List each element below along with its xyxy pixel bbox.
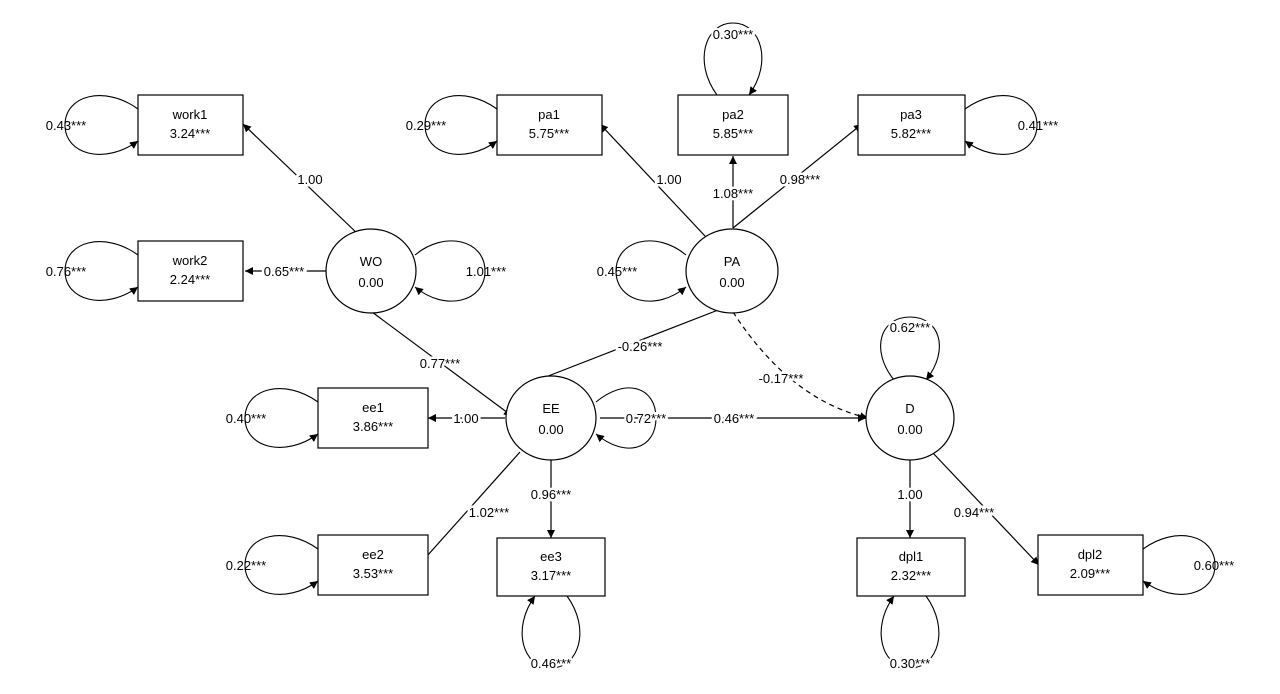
variance-loop-dpl2 [1142,535,1216,595]
ee-name: EE [542,401,560,416]
pa-mean: 0.00 [719,275,744,290]
variance-loop-ee2 [244,535,319,595]
observed-work2: work2 2.24*** [137,240,244,302]
variance-loop-pa3 [964,95,1038,155]
dpl2-name: dpl2 [1078,547,1103,562]
variance-loop-ee3 [521,595,581,669]
work2-name: work2 [172,253,208,268]
d-dpl2-coef: 0.94*** [954,505,994,520]
path-ee-pa [537,304,732,381]
ee1-name: ee1 [362,400,384,415]
dpl2-mean: 2.09*** [1070,566,1110,581]
pa1-mean: 5.75*** [529,126,569,141]
latent-d: D 0.00 [865,375,955,461]
work1-variance-label: 0.43*** [46,118,86,133]
observed-work1: work1 3.24*** [137,94,244,156]
dpl1-mean: 2.32*** [891,568,931,583]
path-ee-ee2 [418,451,521,566]
work1-mean: 3.24*** [170,126,210,141]
observed-ee1: ee1 3.86*** [317,387,429,449]
pa2-name: pa2 [722,107,744,122]
variance-loop-ee [595,387,657,449]
ee-variance-label: 0.72*** [626,411,666,426]
variance-loop-ee1 [244,388,319,448]
wo-work1-coef: 1.00 [297,172,322,187]
wo-name: WO [360,254,382,269]
dpl2-variance-label: 0.60*** [1194,558,1234,573]
observed-dpl1: dpl1 2.32*** [856,537,966,597]
variance-loop-pa2 [703,22,763,96]
work2-mean: 2.24*** [170,272,210,287]
ee3-variance-label: 0.46*** [531,656,571,671]
observed-ee3: ee3 3.17*** [496,537,606,597]
ee2-name: ee2 [362,547,384,562]
path-wo-ee [371,311,513,417]
d-name: D [905,401,914,416]
observed-pa3: pa3 5.82*** [857,94,966,156]
ee2-variance-label: 0.22*** [226,558,266,573]
path-d-dpl2 [931,451,1040,566]
pa1-variance-label: 0.29*** [406,118,446,133]
dpl1-name: dpl1 [899,549,924,564]
path-pa-pa1 [599,123,706,237]
ee3-mean: 3.17*** [531,568,571,583]
pa-variance-label: 0.45*** [597,264,637,279]
ee1-variance-label: 0.40*** [226,411,266,426]
observed-dpl2: dpl2 2.09*** [1037,534,1144,596]
variance-loop-pa1 [424,95,498,155]
pa3-name: pa3 [900,107,922,122]
pa3-mean: 5.82*** [891,126,931,141]
path-pa-d [732,311,869,421]
pa-d-coef: -0.17*** [759,371,804,386]
ee-mean: 0.00 [538,422,563,437]
pa2-variance-label: 0.30*** [713,27,753,42]
observed-pa1: pa1 5.75*** [496,94,603,156]
pa-pa1-coef: 1.00 [656,172,681,187]
wo-mean: 0.00 [358,275,383,290]
wo-variance-label: 1.01*** [466,264,506,279]
work1-name: work1 [172,107,208,122]
ee-d-coef: 0.46*** [714,411,754,426]
observed-ee2: ee2 3.53*** [317,534,429,596]
latent-wo: WO 0.00 [325,228,417,314]
ee-pa-coef: -0.26*** [618,339,663,354]
ee1-mean: 3.86*** [353,419,393,434]
pa2-mean: 5.85*** [713,126,753,141]
variance-loop-work2 [64,241,139,301]
work2-variance-label: 0.76*** [46,264,86,279]
d-mean: 0.00 [897,422,922,437]
pa-name: PA [724,254,741,269]
pa1-name: pa1 [538,107,560,122]
ee-ee2-coef: 1.02*** [469,505,509,520]
pa3-variance-label: 0.41*** [1018,118,1058,133]
ee2-mean: 3.53*** [353,566,393,581]
pa-pa2-coef: 1.08*** [713,186,753,201]
d-variance-label: 0.62*** [890,320,930,335]
pa-pa3-coef: 0.98*** [780,172,820,187]
variance-loop-wo [414,240,486,302]
wo-ee-coef: 0.77*** [420,356,460,371]
observed-pa2: pa2 5.85*** [677,94,789,156]
latent-ee: EE 0.00 [505,375,597,461]
variance-loop-work1 [64,95,139,155]
ee3-name: ee3 [540,549,562,564]
ee-ee3-coef: 0.96*** [531,487,571,502]
dpl1-variance-label: 0.30*** [890,656,930,671]
path-pa-pa3 [732,123,863,229]
ee-ee1-coef: 1.00 [453,411,478,426]
d-dpl1-coef: 1.00 [897,487,922,502]
latent-pa: PA 0.00 [685,228,779,314]
wo-work2-coef: 0.65*** [264,264,304,279]
variance-loop-dpl1 [880,595,940,669]
path-wo-work1 [242,123,361,237]
variance-loop-d [880,316,940,381]
variance-loop-pa [615,240,687,302]
